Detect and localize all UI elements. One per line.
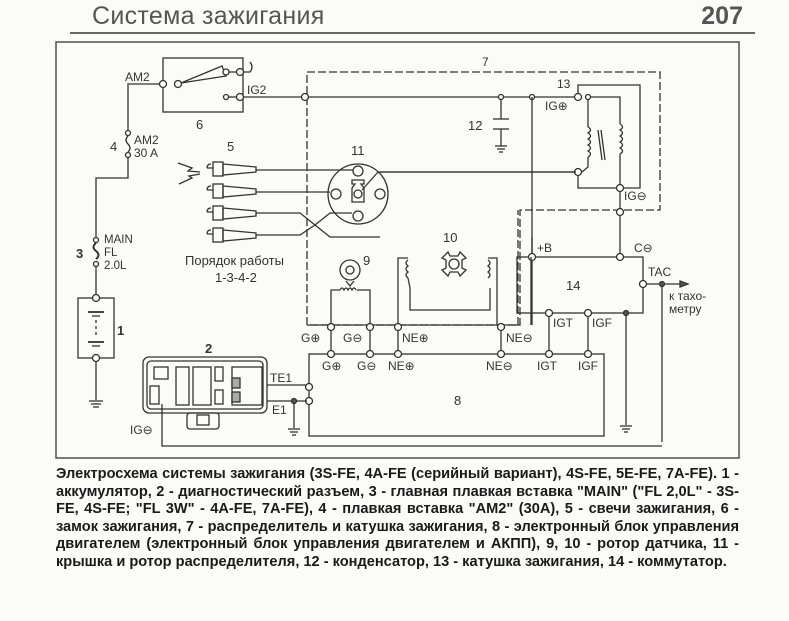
- ground-icon: [89, 400, 103, 408]
- component-number-13: 13: [557, 77, 571, 91]
- firing-order-value: 1-3-4-2: [215, 270, 257, 285]
- sensor-rotor-g: [330, 259, 371, 325]
- component-number-10: 10: [443, 230, 457, 245]
- label-ecu-ne-minus: NE⊖: [486, 359, 513, 373]
- label-tac: TAC: [648, 265, 671, 279]
- label-ecu-g-plus: G⊕: [322, 359, 341, 373]
- igniter: [516, 252, 648, 318]
- label-tacho-line1: к тахо-: [669, 289, 706, 303]
- component-number-12: 12: [468, 118, 482, 133]
- label-g-minus: G⊖: [343, 331, 362, 345]
- component-number-3: 3: [76, 246, 83, 261]
- label-g-plus: G⊕: [301, 331, 320, 345]
- component-number-4: 4: [110, 139, 117, 154]
- page-header: Система зажигания 207: [0, 0, 789, 36]
- label-fuse-main-type: FL: [104, 247, 118, 259]
- spark-plugs: [206, 161, 257, 243]
- label-ig-minus: IG⊖: [624, 189, 647, 203]
- label-tacho-line2: метру: [669, 302, 702, 316]
- header-rule: [70, 32, 755, 34]
- label-ne-plus: NE⊕: [402, 331, 429, 345]
- igniter-ecu-wiring: [548, 315, 632, 433]
- main-fuse: [92, 236, 100, 268]
- component-number-5: 5: [227, 139, 234, 154]
- diagram-frame: [55, 41, 740, 459]
- component-number-9: 9: [363, 253, 370, 268]
- component-number-1: 1: [117, 323, 124, 338]
- ignition-switch: [158, 57, 305, 113]
- page-title: Система зажигания: [92, 2, 325, 30]
- component-number-14: 14: [566, 278, 580, 293]
- label-fuse-main-name: MAIN: [104, 234, 133, 246]
- page-number: 207: [701, 2, 743, 30]
- component-number-7: 7: [482, 55, 489, 69]
- label-e1: E1: [272, 403, 287, 417]
- label-te1: TE1: [270, 371, 292, 385]
- spark-plug-1: [206, 161, 257, 177]
- label-ne-minus: NE⊖: [506, 331, 533, 345]
- component-number-6: 6: [196, 117, 203, 132]
- figure-caption: Электросхема системы зажигания (3S-FE, 4…: [56, 466, 739, 570]
- spark-plug-3: [206, 205, 257, 221]
- supply-wiring: [95, 83, 163, 400]
- label-ecu-igt: IGT: [537, 359, 558, 373]
- label-ig-plus: IG⊕: [545, 99, 568, 113]
- label-igf: IGF: [592, 316, 612, 330]
- label-am2: AM2: [125, 70, 150, 84]
- label-diag-ig-minus: IG⊖: [130, 423, 153, 437]
- tacho-output: [647, 280, 690, 442]
- label-ig2: IG2: [247, 83, 267, 97]
- label-c-minus: C⊖: [634, 241, 653, 255]
- component-number-2: 2: [205, 341, 212, 356]
- spark-plug-2: [206, 183, 257, 199]
- sensor-rotor-ne: [397, 250, 498, 325]
- condenser: [493, 100, 509, 153]
- label-ecu-g-minus: G⊖: [357, 359, 376, 373]
- label-plus-b: +B: [537, 241, 552, 255]
- label-ecu-ne-plus: NE⊕: [388, 359, 415, 373]
- label-ecu-igf: IGF: [578, 359, 598, 373]
- ig2-supply-line: [300, 92, 576, 325]
- battery: [77, 293, 115, 363]
- ignition-coil: [380, 84, 641, 257]
- component-number-8: 8: [454, 393, 461, 408]
- am2-fuse: [124, 129, 132, 159]
- spark-icon: [177, 162, 201, 185]
- label-fuse-main-size: 2.0L: [104, 260, 127, 272]
- distributor-cap: [327, 163, 576, 225]
- label-igt: IGT: [553, 316, 574, 330]
- spark-plug-4: [206, 227, 257, 243]
- label-fuse-am2-rating: 30 A: [134, 146, 158, 160]
- firing-order-title: Порядок работы: [185, 253, 284, 268]
- label-fuse-am2-name: AM2: [134, 133, 159, 147]
- diag-connector: [142, 356, 662, 447]
- ecu: [304, 349, 605, 437]
- component-number-11: 11: [351, 143, 365, 158]
